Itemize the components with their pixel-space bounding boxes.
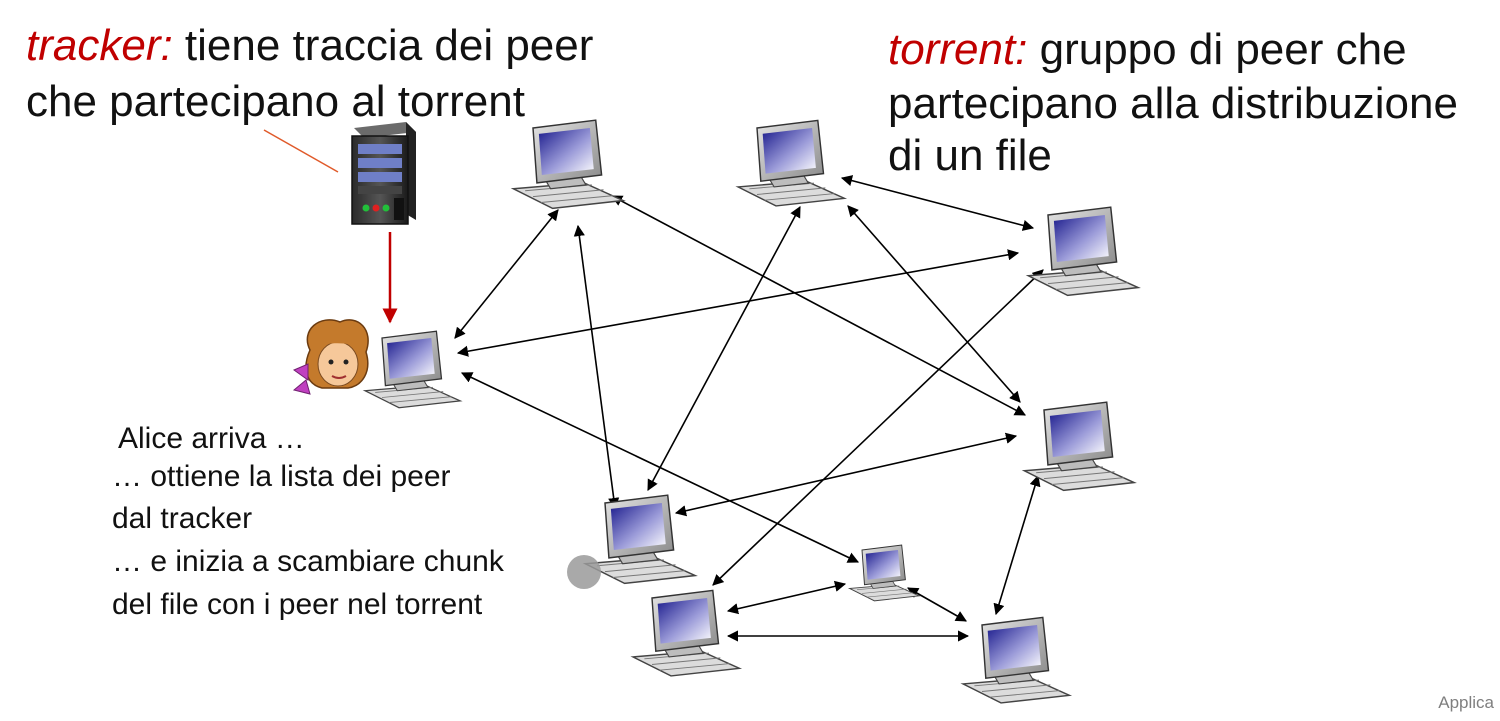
link-peer4-peer8 (993, 474, 1041, 616)
computer-icon-peer8 (962, 616, 1071, 704)
computer-icon-peer7 (849, 544, 920, 602)
link-peer2-peer5 (647, 206, 801, 491)
link-peer2-peer3 (840, 175, 1035, 231)
tracker-label-line2: che partecipano al torrent (26, 77, 525, 126)
footer-text: Applica (1438, 693, 1494, 712)
computer-icon-peer1 (512, 119, 624, 210)
alice-text-line2: … ottiene la lista dei peer (112, 460, 451, 493)
link-peer3-peer6 (712, 269, 1044, 586)
peer-connections (454, 175, 1044, 642)
tracker-pointer-line (263, 129, 339, 173)
computer-icon-peer5 (584, 494, 696, 585)
torrent-description: gruppo di peer che (1027, 25, 1407, 74)
computer-icon-peer2 (737, 119, 846, 207)
tracker-label: tracker: tiene traccia dei peer (26, 18, 593, 74)
computer-icon-alice (364, 330, 461, 409)
torrent-label-line3: di un file (888, 131, 1052, 180)
alice-text-line4: … e inizia a scambiare chunk (112, 545, 504, 578)
torrent-keyword: torrent: (888, 25, 1028, 74)
link-peer5-peer4 (674, 432, 1018, 517)
link-alice-peer1 (454, 209, 559, 339)
link-peer2-peer4 (847, 205, 1021, 403)
torrent-label-line2: partecipano alla distribuzione (888, 79, 1458, 128)
torrent-label: torrent: gruppo di peer che (888, 22, 1407, 78)
alice-text-line5: del file con i peer nel torrent (112, 588, 483, 621)
link-peer6-peer7 (726, 580, 847, 615)
alice-face-icon (292, 319, 369, 395)
server-icon (351, 122, 416, 225)
link-peer1-peer4 (611, 195, 1026, 416)
alice-text-line3: dal tracker (112, 502, 253, 535)
computer-icon-peer4 (1023, 401, 1135, 492)
tracker-description: tiene traccia dei peer (172, 21, 594, 70)
computer-icon-peer3 (1027, 206, 1139, 297)
alice-text-line1: Alice arriva … (118, 422, 305, 455)
tracker-keyword: tracker: (26, 21, 173, 70)
pointer-dot (567, 555, 601, 589)
computer-icon-peer6 (632, 589, 741, 677)
link-peer1-peer5 (573, 224, 620, 510)
link-peer7-peer8 (907, 587, 967, 622)
